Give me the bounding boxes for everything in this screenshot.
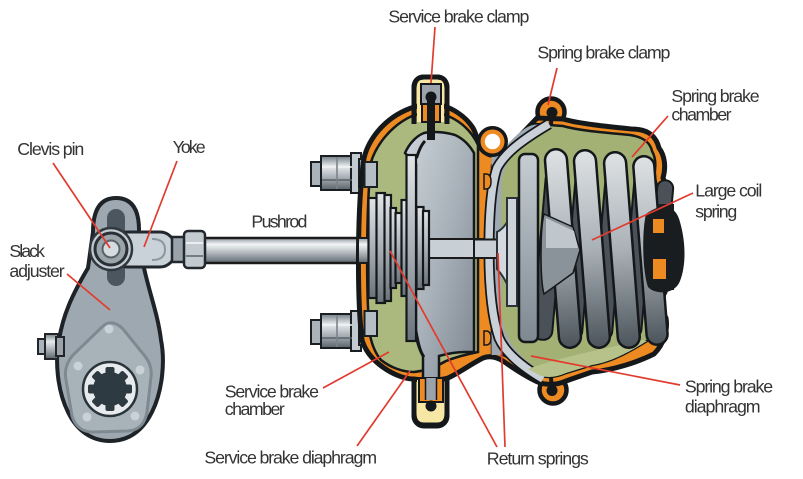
svg-text:Service brake clamp: Service brake clamp [388,6,529,26]
svg-text:Yoke: Yoke [173,137,206,157]
svg-text:adjuster: adjuster [9,261,64,281]
svg-text:spring: spring [695,201,737,221]
svg-text:chamber: chamber [671,105,731,125]
svg-text:Slack: Slack [9,241,45,261]
svg-text:Spring brake clamp: Spring brake clamp [537,42,670,62]
svg-text:Clevis pin: Clevis pin [17,139,84,159]
svg-text:chamber: chamber [225,399,285,419]
svg-text:Spring brake: Spring brake [685,376,773,396]
svg-text:diaphragm: diaphragm [685,396,761,416]
svg-text:Spring brake: Spring brake [671,86,759,106]
svg-text:Service brake diaphragm: Service brake diaphragm [204,448,377,468]
svg-text:Service brake: Service brake [225,382,319,402]
svg-text:Return springs: Return springs [487,448,589,468]
svg-text:Pushrod: Pushrod [251,212,307,232]
svg-text:Large coil: Large coil [695,180,762,200]
